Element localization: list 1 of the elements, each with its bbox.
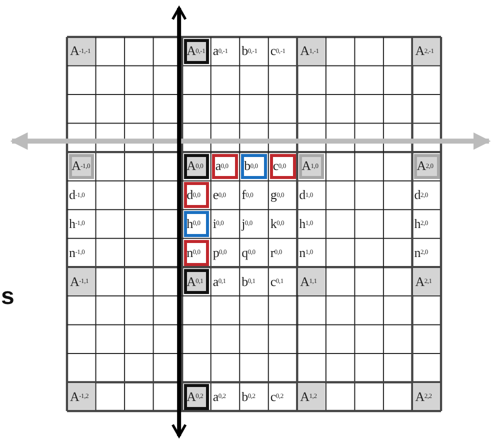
cropped-text: s [1, 283, 14, 311]
